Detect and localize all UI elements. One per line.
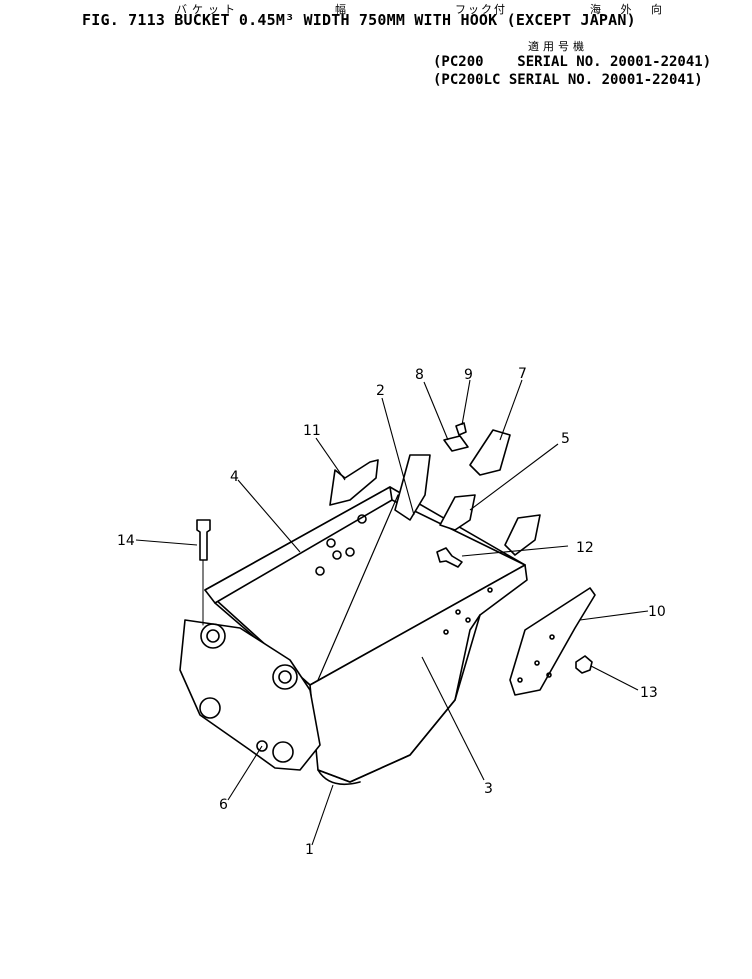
callout-13: 13 [640, 685, 658, 701]
boss-lower-right [272, 741, 294, 763]
boss-upper-right [272, 664, 298, 690]
bolt-14 [196, 519, 211, 561]
mounting-bracket [179, 619, 321, 771]
callout-5: 5 [561, 431, 570, 447]
side-cutter-11 [329, 459, 379, 506]
callout-10: 10 [648, 604, 666, 620]
nut-13 [575, 655, 593, 674]
tooth-5 [439, 494, 476, 531]
callout-6: 6 [219, 797, 228, 813]
callout-9: 9 [464, 367, 473, 383]
lock-8 [443, 435, 469, 452]
tooth-holder-2 [394, 454, 431, 521]
callout-11: 11 [303, 423, 321, 439]
pin-9 [455, 422, 467, 436]
serial-line-pc200lc: (PC200LC SERIAL NO. 20001-22041) [433, 72, 703, 88]
bucket-bottom-shell-1 [317, 614, 481, 786]
callout-3: 3 [484, 781, 493, 797]
hook-6 [256, 740, 268, 752]
callout-12: 12 [576, 540, 594, 556]
callout-4: 4 [230, 469, 239, 485]
callout-14: 14 [117, 533, 135, 549]
jp-label-width: 幅 [335, 3, 351, 16]
side-plate-10 [509, 587, 596, 696]
jp-label-overseas: 海 外 向 [590, 3, 670, 16]
serial-heading: 適用号機 [528, 40, 588, 53]
callout-labels: 1 2 3 4 5 6 7 8 9 10 11 12 13 14 [117, 366, 666, 858]
jp-label-bucket: バケット [176, 3, 240, 16]
callout-2: 2 [376, 383, 385, 399]
callout-1: 1 [305, 842, 314, 858]
tooth-holder-right [504, 514, 541, 556]
serial-line-pc200: (PC200 SERIAL NO. 20001-22041) [433, 54, 712, 70]
boss-upper-left [200, 623, 226, 649]
callout-7: 7 [518, 366, 527, 382]
boss-lower-left [199, 697, 221, 719]
callout-8: 8 [415, 367, 424, 383]
tooth-7 [469, 429, 511, 476]
figure-title: FIG. 7113 BUCKET 0.45M³ WIDTH 750MM WITH… [82, 11, 636, 29]
bolt-12 [436, 547, 463, 568]
jp-label-with-hook: フック付 [455, 3, 507, 16]
